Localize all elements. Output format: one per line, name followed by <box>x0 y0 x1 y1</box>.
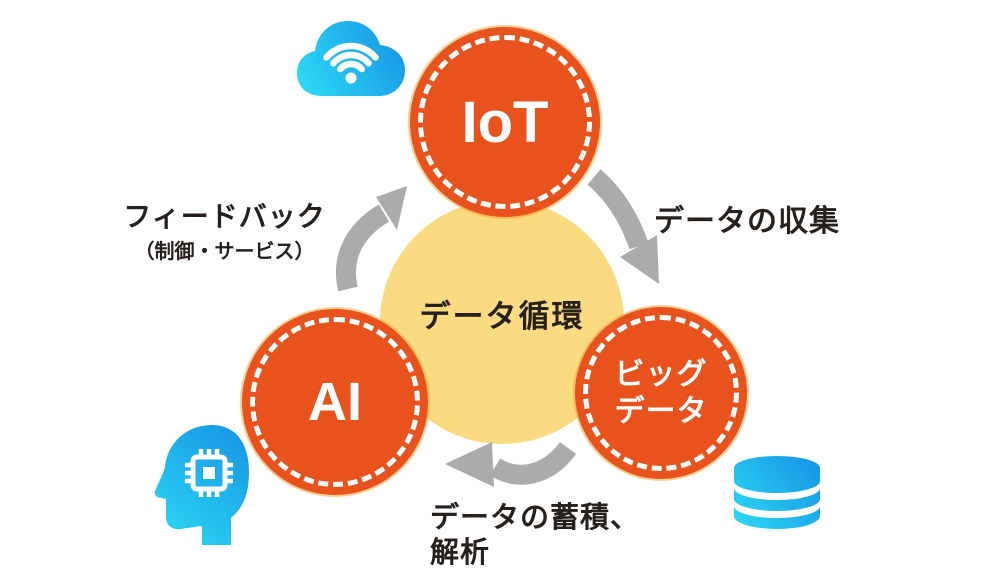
label-data-accumulation-line1: データの蓄積、 <box>430 502 641 534</box>
arrow-bigdata-to-ai <box>445 441 577 487</box>
label-data-collection: データの収集 <box>654 205 840 238</box>
node-iot-label: IoT <box>461 89 549 155</box>
head-chip-icon <box>154 425 249 545</box>
dashed-ring <box>418 35 592 209</box>
wifi-icon <box>323 42 379 73</box>
label-feedback: フィードバック （制御・サービス） <box>112 201 337 263</box>
label-data-accumulation: データの蓄積、 解析 <box>430 501 640 571</box>
dashed-ring <box>250 317 420 487</box>
node-bigdata-label-line1: ビッグ <box>614 357 708 391</box>
label-feedback-line2: （制御・サービス） <box>134 240 315 263</box>
center-label: データ循環 <box>419 299 585 334</box>
arrow-iot-to-bigdata <box>587 169 659 284</box>
node-ai-label: AI <box>308 372 362 432</box>
database-icon <box>734 456 820 529</box>
node-bigdata-label: ビッグ データ <box>615 356 708 431</box>
chip-icon <box>185 449 233 497</box>
label-data-accumulation-line2: 解析 <box>430 536 491 569</box>
node-iot: IoT <box>410 27 600 217</box>
node-bigdata: ビッグ データ <box>575 307 747 479</box>
arrow-ai-to-iot <box>335 186 407 292</box>
node-bigdata-label-line2: データ <box>614 395 708 428</box>
dashed-ring <box>583 315 739 471</box>
node-ai: AI <box>242 309 428 495</box>
label-feedback-line1: フィードバック <box>123 201 326 232</box>
cloud-wifi-icon <box>297 21 405 96</box>
